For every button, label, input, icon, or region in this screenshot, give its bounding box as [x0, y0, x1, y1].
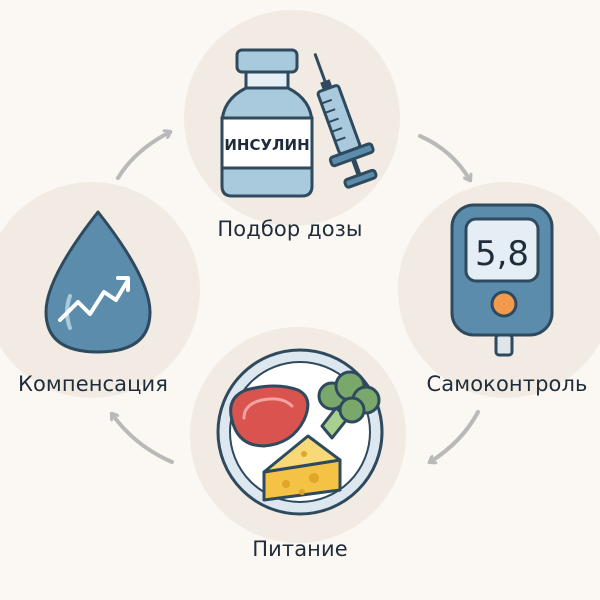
vial-label: ИНСУЛИН: [224, 136, 309, 154]
glucometer-icon: 5,8: [450, 203, 554, 357]
glucose-reading: 5,8: [475, 234, 529, 274]
self-control-label: Самоконтроль: [426, 372, 588, 396]
nutrition-label: Питание: [252, 537, 348, 561]
dose-label: Подбор дозы: [217, 217, 363, 241]
arrow-nutrition-to-compensation: [112, 414, 174, 464]
arrow-self-control-to-nutrition: [430, 410, 480, 462]
compensation-label: Компенсация: [17, 372, 169, 396]
broccoli-icon: [317, 370, 381, 440]
meter-button: [490, 290, 518, 318]
insulin-vial-icon: ИНСУЛИН: [220, 48, 314, 198]
syringe-icon: [313, 53, 378, 189]
test-strip: [494, 333, 514, 357]
steak-icon: [229, 384, 310, 448]
arrow-dose-to-self-control: [418, 134, 470, 180]
arrow-compensation-to-dose: [116, 132, 170, 180]
cheese-icon: [262, 434, 342, 502]
trend-up-icon: [58, 276, 130, 322]
